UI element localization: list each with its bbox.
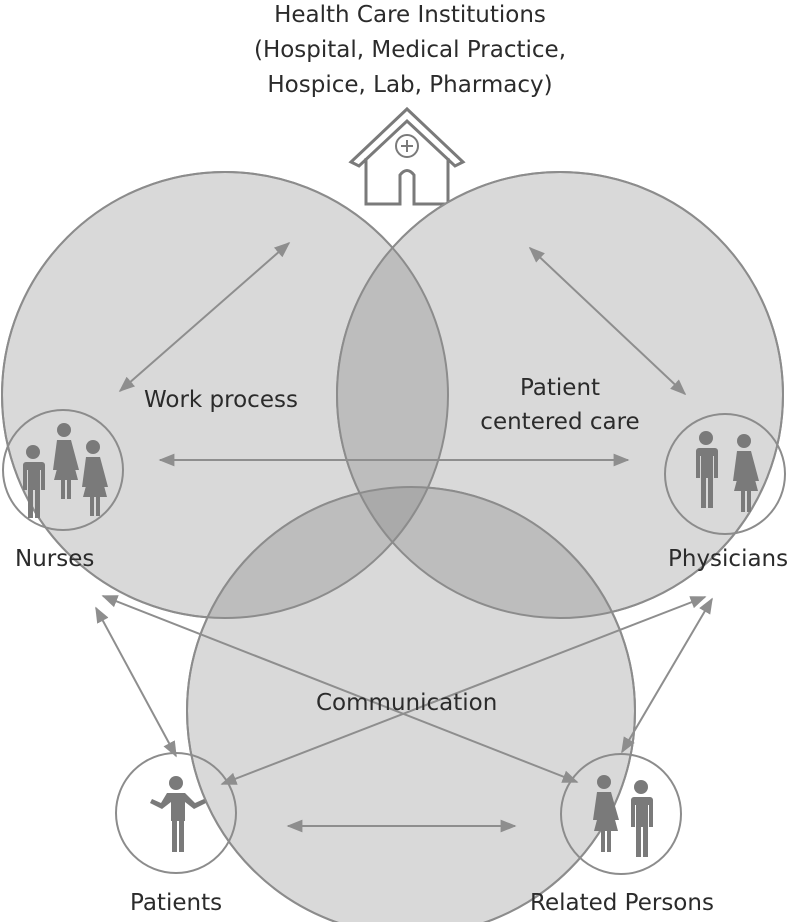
nurses-group-icon	[23, 423, 108, 518]
work-process-label: Work process	[144, 387, 298, 413]
patients-label: Patients	[130, 890, 223, 916]
related-persons-label: Related Persons	[530, 890, 714, 916]
hospital-building-icon	[348, 106, 466, 206]
patient-shrug-icon	[150, 776, 206, 852]
institutions-title-line3: Hospice, Lab, Pharmacy)	[267, 72, 553, 98]
actor-circles	[2, 409, 786, 875]
arrow-physicians-related	[621, 597, 713, 754]
nurses-label: Nurses	[15, 546, 95, 572]
physicians-label: Physicians	[668, 546, 788, 572]
physicians-circle	[664, 413, 786, 535]
institutions-title-line2: (Hospital, Medical Practice,	[253, 37, 567, 63]
communication-label: Communication	[316, 690, 498, 716]
related-persons-icon	[593, 775, 653, 857]
arrow-nurses-institution	[118, 241, 291, 393]
institutions-title-line1: Health Care Institutions	[274, 2, 546, 28]
patient-centered-care-label: Patient centered care	[470, 371, 650, 439]
arrow-nurses-patients	[95, 606, 177, 758]
nurses-circle	[2, 409, 124, 531]
physicians-group-icon	[696, 431, 759, 512]
arrows	[95, 241, 713, 833]
patient-centered-care-line1: Patient	[519, 375, 601, 401]
patient-centered-care-line2: centered care	[480, 409, 640, 435]
institutions-title: Health Care Institutions (Hospital, Medi…	[200, 0, 620, 103]
arrow-institution-physicians	[528, 246, 687, 396]
